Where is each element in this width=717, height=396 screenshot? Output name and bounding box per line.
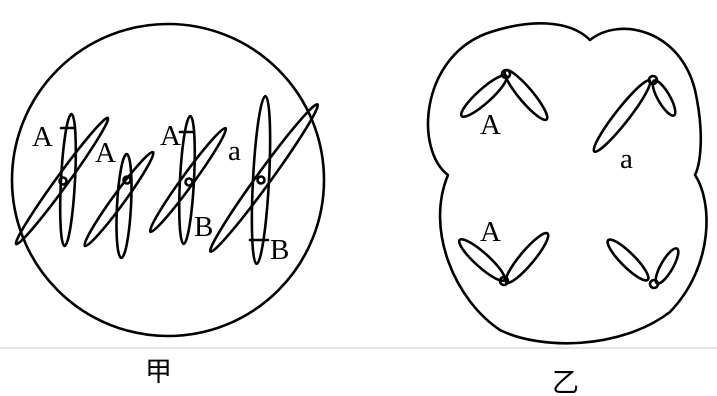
jia-label-a-small: a <box>228 135 241 167</box>
chromosome-pair-3 <box>146 116 231 245</box>
caption-yi: 乙 <box>552 368 579 396</box>
jia-label-a3: A <box>160 120 181 152</box>
yi-chromosome-bottom-left <box>455 229 553 287</box>
chromosome-pair-1 <box>11 114 112 248</box>
chromosome-pair-2 <box>80 149 158 259</box>
jia-label-b2: B <box>270 234 289 266</box>
yi-label-top-left: A <box>480 109 501 141</box>
yi-chromosome-bottom-right <box>603 235 682 288</box>
jia-label-a1: A <box>32 121 53 153</box>
yi-label-bottom-left: A <box>480 216 501 248</box>
jia-label-a2: A <box>95 137 116 169</box>
jia-label-b1: B <box>194 211 213 243</box>
cell-yi-membrane <box>428 23 706 343</box>
yi-chromosome-top-right <box>589 76 679 156</box>
caption-jia: 甲 <box>145 357 172 388</box>
chromosome-pair-4 <box>205 96 323 265</box>
yi-chromosome-top-left <box>457 66 552 124</box>
yi-label-top-right: a <box>620 143 633 175</box>
